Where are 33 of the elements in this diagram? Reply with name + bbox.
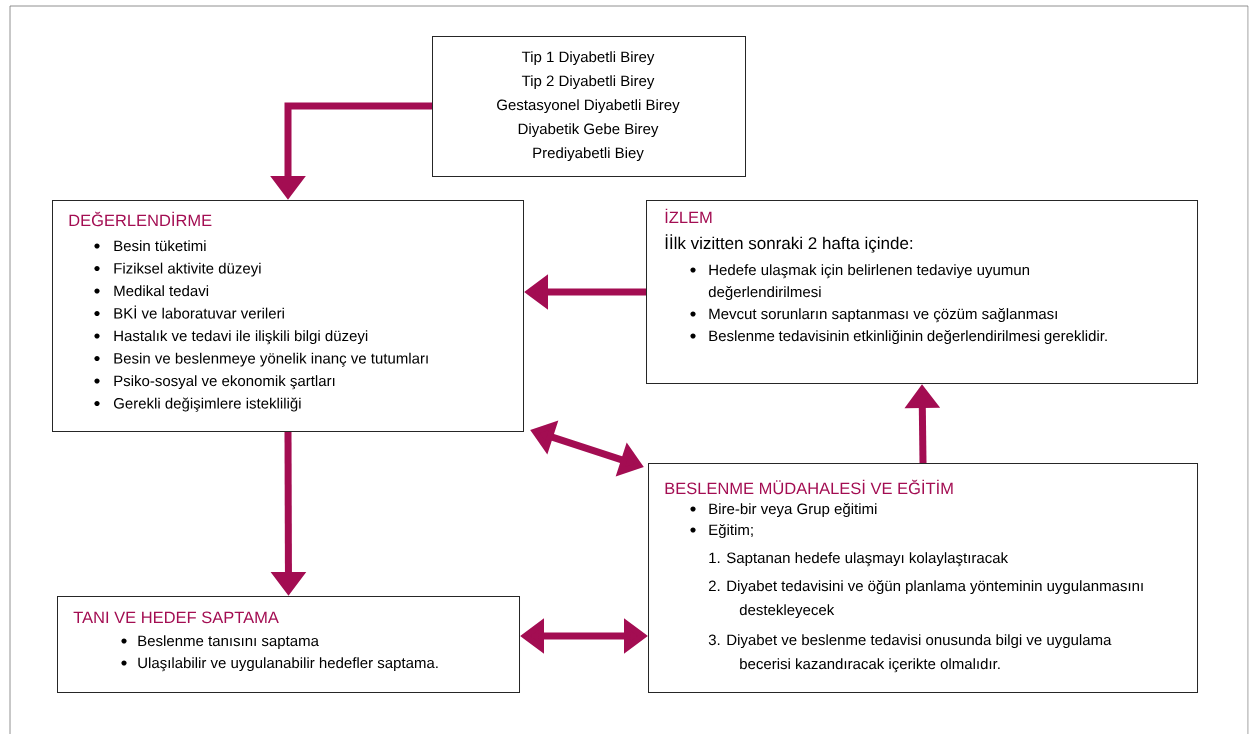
- bullet-item: Beslenme tanısını saptama: [138, 635, 319, 650]
- heading: BESLENME MÜDAHALESİ VE EĞİTİM: [665, 479, 953, 495]
- text-box: [57, 596, 520, 693]
- bullet-item: BKİ ve laboratuvar verileri: [114, 305, 284, 319]
- bullet-item: Psiko-sosyal ve ekonomik şartları: [114, 375, 335, 390]
- bullet-item: Fiziksel aktivite düzeyi: [114, 262, 261, 277]
- bullet-item: Ulaşılabilir ve uygulanabilir hedefler saptama.: [138, 657, 438, 672]
- bullet-item: Besin ve beslenmeye yönelik inanç ve tutumları: [114, 352, 428, 367]
- bullet-item: Gerekli değişimlere istekliliği: [113, 397, 301, 412]
- list-line: Gestasyonel Diyabetli Birey: [497, 99, 680, 114]
- bullet-item: Mevcut sorunların saptanması ve çözüm sağlanması: [709, 307, 1057, 323]
- list-line: Diyabetik Gebe Birey: [518, 123, 659, 138]
- numbered-item: 3. Diyabet ve beslenme tedavisi onusunda bilgi ve uygulama becerisi kazandıracak içerikte olmalıdır.: [708, 634, 1112, 673]
- heading: TANI VE HEDEF SAPTAMA: [73, 611, 279, 624]
- numbered-item: 1. Saptanan hedefe ulaşmayı kolaylaştıracak: [709, 552, 1009, 567]
- bullet-item: Besin tüketimi: [114, 240, 206, 252]
- bullet-item: Bire-bir veya Grup eğitimi: [709, 502, 877, 518]
- bullet-item: Hastalık ve tedavi ile ilişkili bilgi düzeyi: [114, 330, 368, 345]
- text-box: [648, 463, 1198, 693]
- heading: İZLEM: [665, 208, 712, 223]
- heading: DEĞERLENDİRME: [69, 211, 212, 227]
- bullet-item: Beslenme tedavisinin etkinliğinin değerlendirilmesi gereklidir.: [709, 329, 1107, 345]
- list-line: Prediyabetli Biey: [533, 147, 644, 162]
- intro-text: İİlk vizitten sonraki 2 hafta içinde:: [665, 234, 913, 253]
- bullet-item: Hedefe ulaşmak için belirlenen tedaviye uyumun değerlendirilmesi: [708, 264, 1029, 301]
- list-line: Tip 2 Diyabetli Birey: [521, 75, 655, 90]
- text-box: [432, 36, 746, 177]
- bullet-item: Medikal tedavi: [114, 285, 209, 297]
- text-box: [646, 200, 1198, 384]
- list-line: Tip 1 Diyabetli Birey: [521, 51, 655, 66]
- bullet-item: Eğitim;: [709, 523, 753, 539]
- text-box: [52, 200, 524, 432]
- numbered-item: 2. Diyabet tedavisini ve öğün planlama yönteminin uygulanmasını destekleyecek: [708, 579, 1143, 619]
